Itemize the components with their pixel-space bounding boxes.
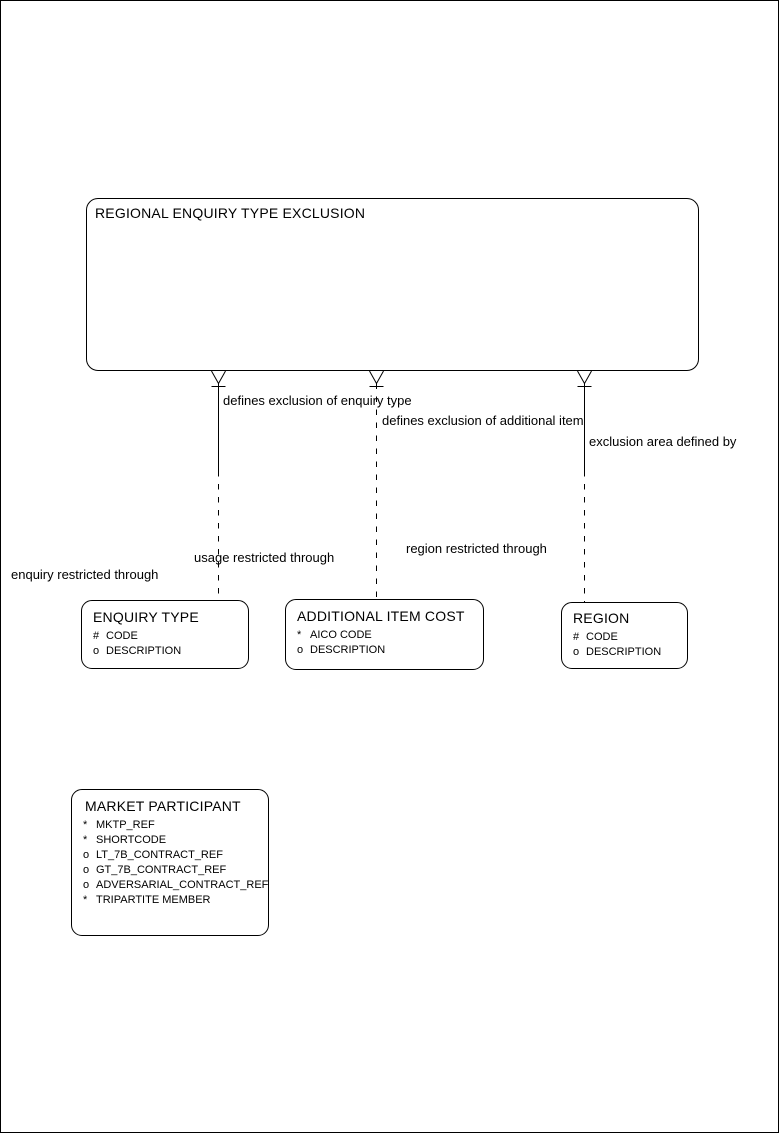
label-defines-exclusion-of-enquiry-type: defines exclusion of enquiry type (223, 393, 412, 408)
attribute-row: o DESCRIPTION (573, 645, 687, 660)
attribute-name: CODE (586, 631, 618, 643)
entity-enquiry-type[interactable]: ENQUIRY TYPE # CODE o DESCRIPTION (81, 600, 249, 669)
attribute-row: * MKTP_REF (83, 818, 268, 833)
label-usage-restricted-through: usage restricted through (194, 550, 335, 565)
attribute-name: SHORTCODE (96, 834, 167, 846)
attribute-row: # CODE (93, 629, 248, 644)
attribute-name: TRIPARTITE MEMBER (96, 894, 211, 906)
entity-additional-item-cost[interactable]: ADDITIONAL ITEM COST * AICO CODE o DESCR… (285, 599, 484, 670)
attribute-marker: # (93, 630, 100, 642)
attribute-name: LT_7B_CONTRACT_REF (96, 849, 223, 861)
attribute-marker: # (573, 631, 580, 643)
attribute-marker: * (297, 629, 302, 641)
label-exclusion-area-defined-by: exclusion area defined by (589, 434, 737, 449)
attribute-list: # CODE o DESCRIPTION (93, 629, 248, 659)
attribute-marker: * (83, 819, 88, 831)
entity-market-participant[interactable]: MARKET PARTICIPANT * MKTP_REF * SHORTCOD… (71, 789, 269, 936)
attribute-list: # CODE o DESCRIPTION (573, 630, 687, 660)
attribute-name: DESCRIPTION (106, 645, 182, 657)
attribute-list: * MKTP_REF * SHORTCODE o LT_7B_CONTRACT_… (83, 818, 268, 908)
attribute-marker: o (83, 879, 90, 891)
attribute-marker: o (297, 644, 304, 656)
entity-title: ADDITIONAL ITEM COST (297, 608, 465, 624)
attribute-name: ADVERSARIAL_CONTRACT_REF (96, 879, 269, 891)
attribute-name: MKTP_REF (96, 819, 155, 831)
attribute-row: o ADVERSARIAL_CONTRACT_REF (83, 878, 268, 893)
connector-defines-exclusion-of-additional-item (369, 370, 384, 599)
attribute-name: CODE (106, 630, 138, 642)
attribute-name: DESCRIPTION (310, 644, 386, 656)
connector-defines-exclusion-of-enquiry-type (211, 370, 226, 600)
label-defines-exclusion-of-additional-item: defines exclusion of additional item (382, 413, 584, 428)
label-enquiry-restricted-through: enquiry restricted through (11, 567, 159, 582)
attribute-row: # CODE (573, 630, 687, 645)
attribute-marker: o (573, 646, 580, 658)
connector-exclusion-area-defined-by (577, 370, 592, 602)
attribute-list: * AICO CODE o DESCRIPTION (297, 628, 483, 658)
attribute-row: o DESCRIPTION (93, 644, 248, 659)
label-region-restricted-through: region restricted through (406, 541, 547, 556)
attribute-marker: * (83, 894, 88, 906)
attribute-row: o DESCRIPTION (297, 643, 483, 658)
attribute-name: AICO CODE (310, 629, 372, 641)
entity-title: ENQUIRY TYPE (93, 609, 199, 625)
entity-title: MARKET PARTICIPANT (85, 798, 241, 814)
entity-title: REGIONAL ENQUIRY TYPE EXCLUSION (95, 205, 366, 221)
attribute-row: o LT_7B_CONTRACT_REF (83, 848, 268, 863)
attribute-row: o GT_7B_CONTRACT_REF (83, 863, 268, 878)
entity-regional-enquiry-type-exclusion[interactable]: REGIONAL ENQUIRY TYPE EXCLUSION (86, 198, 699, 371)
attribute-marker: o (83, 849, 90, 861)
attribute-row: * AICO CODE (297, 628, 483, 643)
entity-title: REGION (573, 610, 630, 626)
entity-region[interactable]: REGION # CODE o DESCRIPTION (561, 602, 688, 669)
attribute-marker: o (83, 864, 90, 876)
attribute-marker: o (93, 645, 100, 657)
attribute-name: GT_7B_CONTRACT_REF (96, 864, 227, 876)
attribute-row: * TRIPARTITE MEMBER (83, 893, 268, 908)
attribute-name: DESCRIPTION (586, 646, 662, 658)
attribute-row: * SHORTCODE (83, 833, 268, 848)
attribute-marker: * (83, 834, 88, 846)
